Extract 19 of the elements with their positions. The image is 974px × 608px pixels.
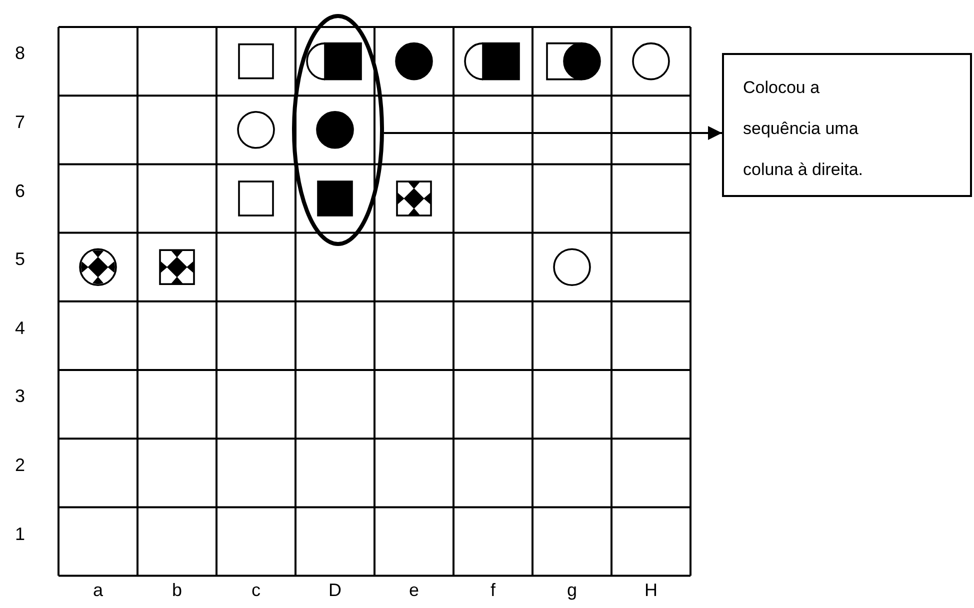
row-number: 6 — [14, 180, 26, 200]
row-number: 4 — [14, 318, 26, 338]
callout-text: Colocou a sequência uma coluna à direita. — [743, 77, 864, 181]
column-letter: D — [328, 580, 342, 600]
row-number: 5 — [14, 249, 26, 270]
column-letter: c — [250, 580, 262, 600]
row-number: 2 — [14, 454, 26, 475]
row-number: 3 — [14, 386, 26, 406]
column-letter: e — [408, 580, 420, 600]
callout-box — [722, 53, 972, 197]
row-number: 1 — [14, 524, 26, 544]
arrow — [384, 126, 722, 140]
column-letter: a — [92, 580, 104, 600]
row-number: 8 — [14, 43, 26, 64]
column-letter: b — [170, 580, 183, 600]
column-letter: g — [566, 580, 578, 600]
column-letter: H — [644, 580, 658, 600]
column-letter: f — [489, 580, 496, 600]
row-number: 7 — [14, 112, 26, 132]
